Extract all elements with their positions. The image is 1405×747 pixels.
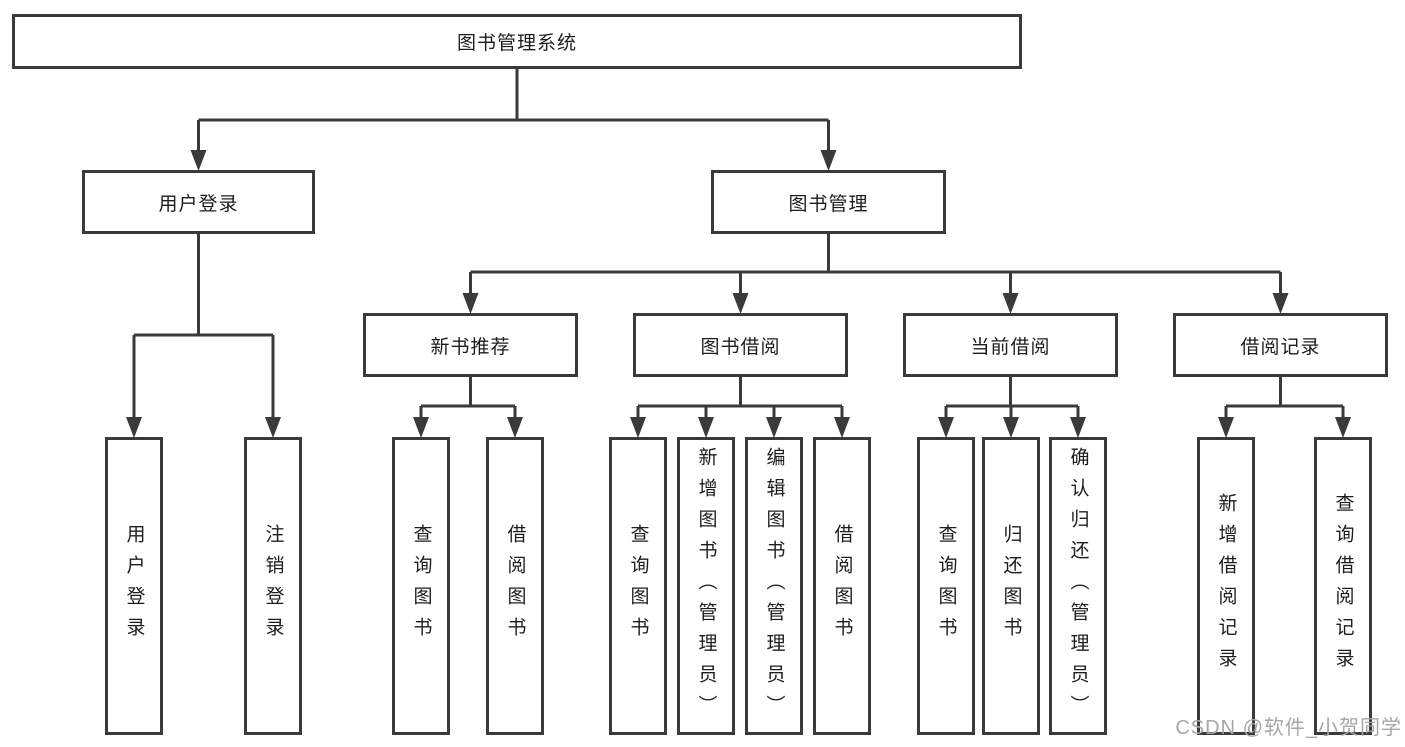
node-book-borrow: 图书借阅	[633, 313, 848, 377]
leaf-query-books-2: 查询图书	[609, 437, 667, 735]
leaf-borrow-books-1: 借阅图书	[486, 437, 544, 735]
node-root-label: 图书管理系统	[456, 33, 577, 54]
leaf-add-borrow-record: 新增借阅记录	[1197, 437, 1255, 735]
node-user-login-label: 用户登录	[158, 193, 239, 215]
watermark: CSDN @软件_小贺同学	[1175, 717, 1402, 739]
leaf-edit-book-admin: 编辑图书（管理员）	[745, 437, 803, 735]
leaf-user-login: 用户登录	[105, 437, 163, 735]
leaf-query-borrow-record-label: 查询借阅记录	[1332, 493, 1354, 679]
leaf-add-book-admin: 新增图书（管理员）	[677, 437, 735, 735]
node-user-login: 用户登录	[82, 170, 315, 234]
node-book-borrow-label: 图书借阅	[700, 336, 781, 358]
node-borrow-records: 借阅记录	[1173, 313, 1388, 377]
node-borrow-records-label: 借阅记录	[1240, 336, 1321, 358]
leaf-borrow-books-2-label: 借阅图书	[831, 524, 853, 648]
leaf-query-books-1-label: 查询图书	[410, 524, 432, 648]
leaf-return-books-label: 归还图书	[1000, 524, 1022, 648]
node-book-management-label: 图书管理	[788, 193, 869, 215]
leaf-query-books-1: 查询图书	[392, 437, 450, 735]
leaf-logout-label: 注销登录	[262, 524, 284, 648]
leaf-return-books: 归还图书	[982, 437, 1040, 735]
leaf-borrow-books-2: 借阅图书	[813, 437, 871, 735]
leaf-edit-book-admin-label: 编辑图书（管理员）	[763, 446, 785, 726]
node-new-book-recommend: 新书推荐	[363, 313, 578, 377]
leaf-query-borrow-record: 查询借阅记录	[1314, 437, 1372, 735]
leaf-logout: 注销登录	[244, 437, 302, 735]
arrowheads	[126, 150, 1351, 438]
leaf-user-login-label: 用户登录	[123, 524, 145, 648]
leaf-confirm-return-admin-label: 确认归还（管理员）	[1067, 446, 1089, 726]
node-book-management: 图书管理	[711, 170, 946, 234]
node-new-book-recommend-label: 新书推荐	[430, 336, 511, 358]
leaf-add-borrow-record-label: 新增借阅记录	[1215, 493, 1237, 679]
leaf-borrow-books-1-label: 借阅图书	[504, 524, 526, 648]
leaf-confirm-return-admin: 确认归还（管理员）	[1049, 437, 1107, 735]
leaf-add-book-admin-label: 新增图书（管理员）	[695, 446, 717, 726]
node-current-borrow: 当前借阅	[903, 313, 1118, 377]
leaf-query-books-3: 查询图书	[917, 437, 975, 735]
node-current-borrow-label: 当前借阅	[970, 336, 1051, 358]
leaf-query-books-3-label: 查询图书	[935, 524, 957, 648]
leaf-query-books-2-label: 查询图书	[627, 524, 649, 648]
node-root: 图书管理系统	[12, 14, 1022, 69]
